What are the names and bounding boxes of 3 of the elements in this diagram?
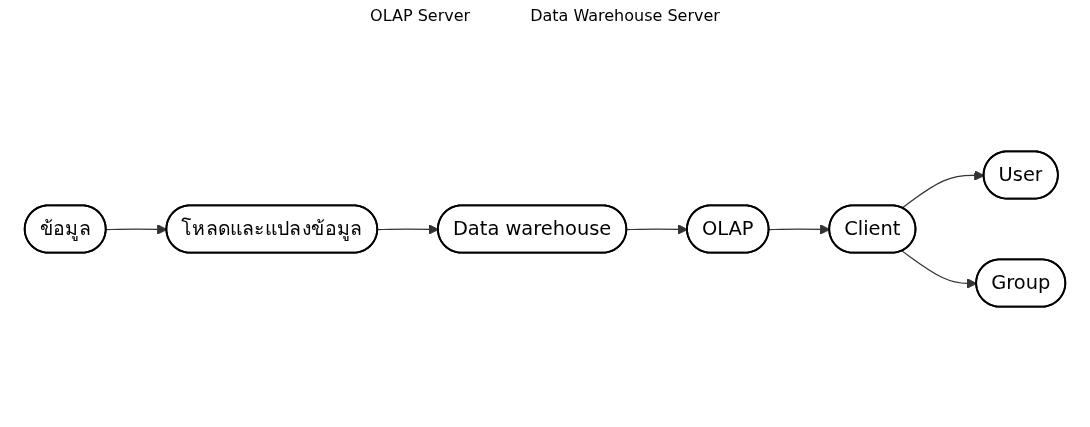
text-label: OLAP Server [370,6,471,25]
arrow [377,224,439,235]
text-label: Data Warehouse Server [530,6,720,25]
